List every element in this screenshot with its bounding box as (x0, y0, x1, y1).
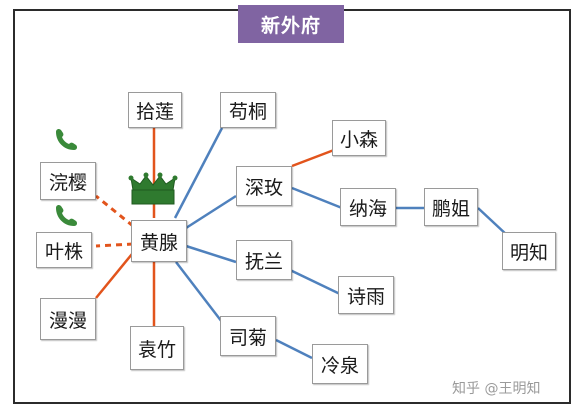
edge-shenjiu-nahai (291, 186, 343, 210)
edge-huangbiao-goutong (173, 127, 224, 219)
node-lengquan: 冷泉 (312, 344, 368, 384)
edge-huangbiao-yezhu (95, 242, 134, 248)
crown-icon (128, 172, 178, 205)
edge-huangbiao-fulan (185, 244, 237, 264)
node-huangbiao: 黄腺 (131, 220, 187, 262)
edge-pengjie-mingzhi (477, 207, 509, 237)
phone-icon (56, 204, 78, 226)
edge-huangbiao-wanying (95, 194, 134, 228)
node-shilian: 拾莲 (128, 92, 182, 128)
node-siju: 司菊 (220, 316, 276, 356)
edge-huangbiao-manman (95, 253, 133, 299)
node-wanying: 浣樱 (40, 162, 96, 200)
edge-huangbiao-siju (175, 261, 223, 323)
node-manman: 漫漫 (40, 298, 96, 340)
node-goutong: 苟桐 (220, 92, 276, 128)
node-fulan: 抚兰 (236, 240, 292, 280)
node-pengjie: 鹏姐 (424, 188, 478, 226)
node-xiaosen: 小森 (332, 120, 386, 156)
watermark: 知乎 @王明知 (452, 381, 541, 397)
node-nahai: 纳海 (340, 188, 396, 226)
diagram-frame (13, 9, 571, 404)
node-shiyu: 诗雨 (338, 276, 394, 314)
node-yuanzhu: 袁竹 (130, 326, 184, 370)
node-shenjiu: 深玫 (236, 166, 292, 206)
node-mingzhi: 明知 (502, 232, 556, 270)
edge-shenjiu-xiaosen (291, 148, 335, 168)
phone-icon (56, 128, 78, 150)
edge-fulan-shiyu (289, 268, 341, 296)
diagram-title: 新外府 (238, 5, 344, 43)
node-yezhu: 叶株 (36, 232, 92, 268)
edge-siju-lengquan (275, 338, 313, 360)
edge-huangbiao-shenjiu (185, 194, 237, 230)
